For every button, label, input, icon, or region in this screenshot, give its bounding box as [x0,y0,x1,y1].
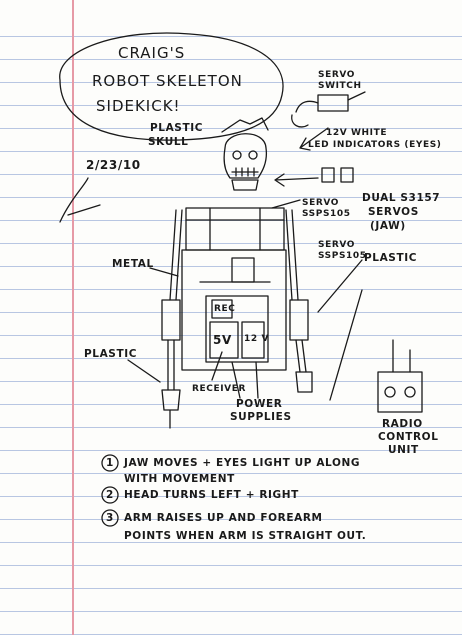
signature-mark [59,177,101,223]
battery-12v [241,321,265,359]
note-1-line-2: WITH MOVEMENT [124,473,235,485]
battery-5v-label: 5V [213,333,232,347]
elbow-left [161,299,181,341]
plastic-right-arrow-2 [329,289,363,401]
servo-top-leader [271,199,301,209]
led-arrow [299,127,329,151]
upper-arm-left [169,209,183,301]
radio-control-body [377,371,423,413]
note-1-line-1: JAW MOVES + EYES LIGHT UP ALONG [124,457,361,469]
receiver-box [211,299,233,319]
skull-eye-right [248,150,258,160]
radio-stick-left [384,386,396,398]
mohawk-crest [221,117,269,133]
led-wire [291,114,309,128]
note-3-line-1: ARM RAISES UP AND FOREARM [124,512,323,524]
power-arrows [231,361,259,399]
radio-label-2: CONTROL [378,431,439,443]
dual-servos-label-2: SERVOS [368,206,419,218]
title-line-1: CRAIG'S [118,44,186,62]
skull-jaw [231,179,259,191]
title-line-2: ROBOT SKELETON [92,72,243,90]
servo-top-label-1: SERVO [302,198,340,208]
servo-frame [185,207,285,251]
servo-frame-detail [185,207,285,251]
neck-servo [231,257,255,283]
note-number-1-circle [101,454,119,472]
elbow-right [289,299,309,341]
servo-mid-label-1: SERVO [318,240,356,250]
servo-mid-label-2: SSPS105 [318,251,367,261]
margin-line [72,0,74,635]
radio-label-3: UNIT [388,444,419,456]
forearm-left [167,339,175,391]
plastic-left-arrow [127,359,161,383]
dual-servos-label-3: (JAW) [370,220,406,232]
led-indicator-2 [340,167,354,183]
skull [223,133,268,179]
battery-12v-label: 12 V [244,334,270,344]
plastic-skull-label-2: SKULL [148,136,189,148]
note-number-1: 1 [106,457,114,469]
hand-left [161,389,181,429]
servo-switch-label-1: SERVO [318,70,356,80]
note-number-3: 3 [106,512,114,524]
hand-right [295,371,313,393]
receiver-arrow [211,351,223,381]
note-2-line-1: HEAD TURNS LEFT + RIGHT [124,489,299,501]
servo-switch-label-2: SWITCH [318,81,362,91]
receiver-box-label: REC [214,304,236,314]
led-indicator-1 [321,167,335,183]
led-label-1: 12V WHITE [326,128,388,138]
metal-arrow [149,267,179,277]
battery-5v [209,321,239,359]
plastic-right-arrow [317,259,363,313]
title-line-3: SIDEKICK! [96,97,181,115]
date: 2/23/10 [86,158,141,172]
skull-eye-left [232,150,242,160]
skull-teeth [231,167,259,177]
note-number-2-circle [101,486,119,504]
note-number-3-circle [101,509,119,527]
battery-box [205,295,269,363]
dual-servos-label-1: DUAL S3157 [362,192,441,204]
radio-stick-right [404,386,416,398]
radio-label-1: RADIO [382,418,423,430]
title-cloud [59,32,284,141]
led-to-skull-arrow [274,173,319,187]
radio-antennas [392,339,411,373]
power-label-2: SUPPLIES [230,411,292,423]
plastic-left-label: PLASTIC [84,348,138,360]
forearm-right [295,339,307,373]
servo-top-label-2: SSPS105 [302,209,351,219]
servo-switch-body [317,94,349,112]
note-number-2: 2 [106,489,114,501]
note-3-line-2: POINTS WHEN ARM IS STRAIGHT OUT. [124,530,367,542]
servo-switch-wires [295,91,366,113]
plastic-skull-label-1: PLASTIC [150,122,204,134]
plastic-right-label: PLASTIC [364,252,418,264]
power-label-1: POWER [236,398,283,410]
metal-label: METAL [112,258,154,270]
receiver-label: RECEIVER [192,384,247,394]
upper-arm-right [285,209,299,301]
led-label-2: LED INDICATORS (EYES) [308,140,442,150]
